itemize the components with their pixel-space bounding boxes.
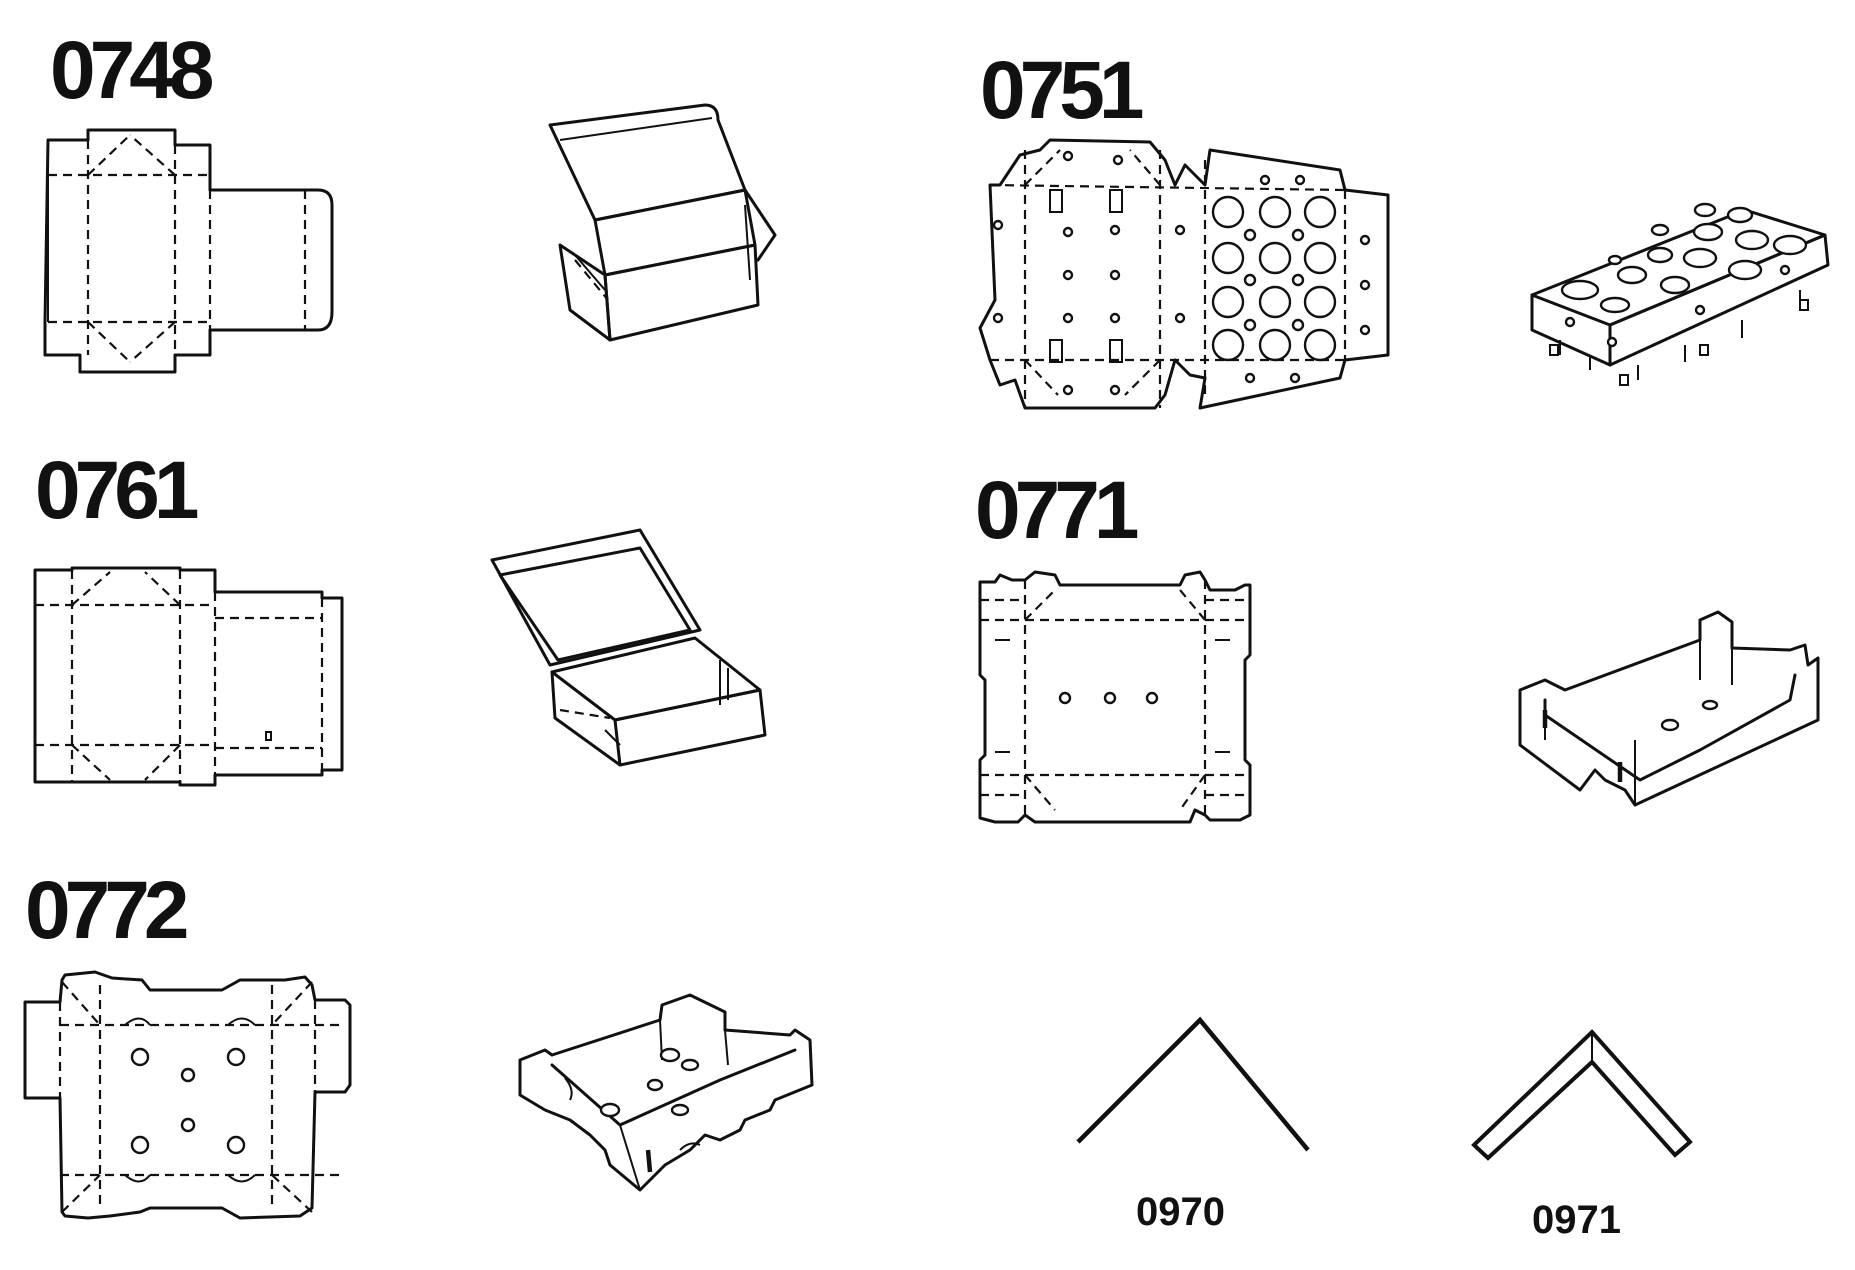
blank-0771 — [978, 570, 1252, 824]
holes-0751-top — [1560, 202, 1808, 314]
holes-0751-left — [992, 150, 1371, 396]
blank-0761 — [33, 566, 344, 787]
box-0751-3d — [1530, 202, 1830, 386]
box-0772-3d — [518, 993, 814, 1192]
label-0751: 0751 — [980, 45, 1144, 136]
box-0748-3d — [548, 103, 777, 342]
blank-0751 — [978, 138, 1390, 410]
label-0772: 0772 — [25, 865, 189, 956]
label-0970: 0970 — [1136, 1190, 1225, 1234]
box-0761-3d — [490, 528, 767, 767]
holes-0751-right — [1211, 174, 1337, 384]
box-0771-3d — [1518, 610, 1820, 807]
blank-0748 — [43, 128, 334, 374]
label-0748: 0748 — [50, 25, 214, 116]
label-0771: 0771 — [975, 465, 1139, 556]
corner-0970 — [1076, 1016, 1310, 1152]
blank-0772 — [23, 970, 352, 1220]
corner-0971 — [1471, 1029, 1693, 1161]
label-0971: 0971 — [1532, 1198, 1621, 1242]
label-0761: 0761 — [35, 445, 199, 536]
